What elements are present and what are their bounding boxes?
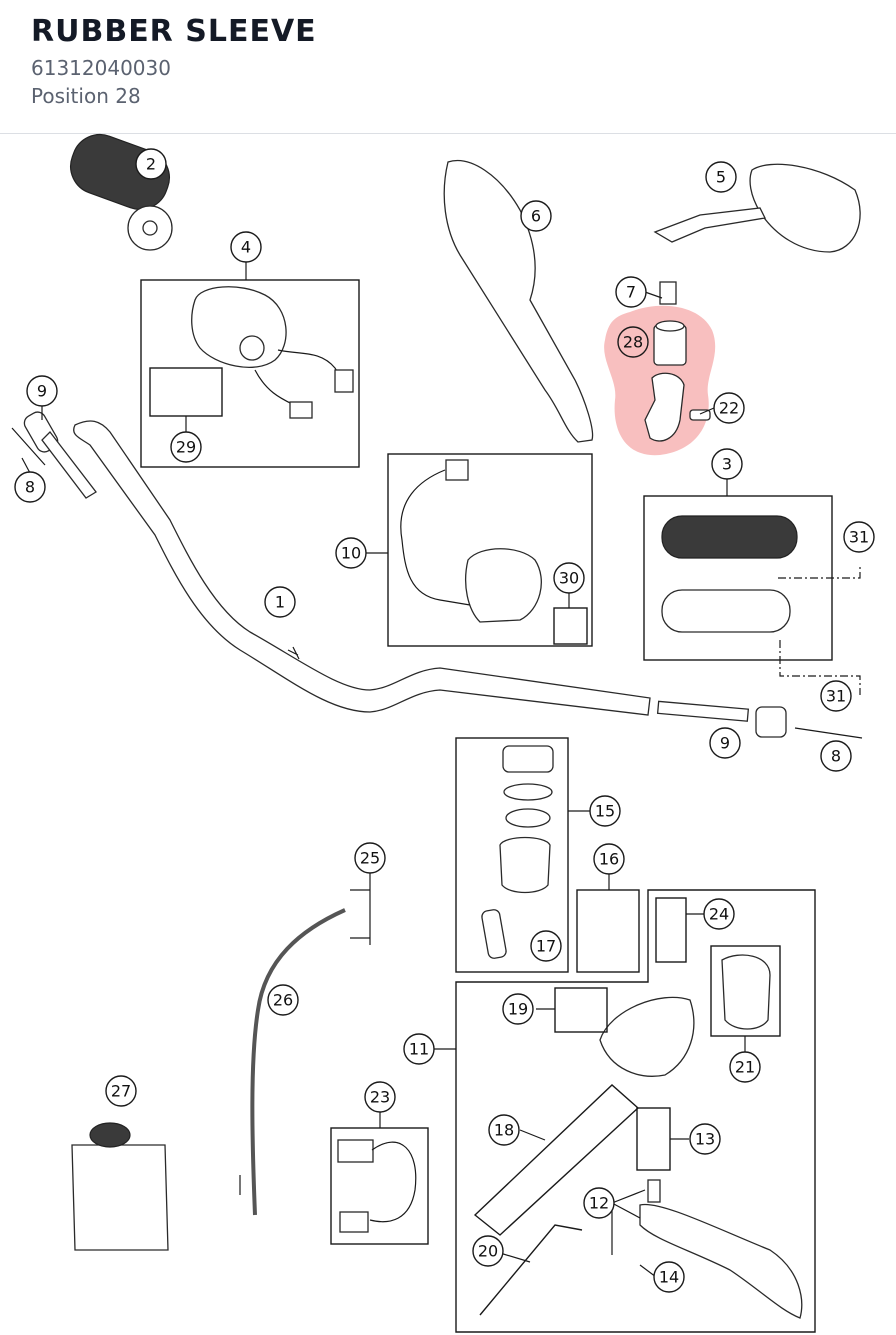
callout-31-bottom[interactable]: 31 — [820, 680, 852, 712]
svg-text:12: 12 — [589, 1194, 609, 1213]
callout-2[interactable]: 2 — [135, 148, 167, 180]
lever-guard-drawing — [443, 160, 594, 443]
svg-text:6: 6 — [531, 207, 541, 226]
svg-text:16: 16 — [599, 850, 619, 869]
callout-6[interactable]: 6 — [520, 200, 552, 232]
callout-13[interactable]: 13 — [689, 1123, 721, 1155]
callout-19[interactable]: 19 — [502, 993, 534, 1025]
group-boxes — [140, 279, 833, 1333]
brake-reservoir-drawing — [481, 745, 554, 959]
svg-text:31: 31 — [849, 528, 869, 547]
callout-24[interactable]: 24 — [703, 898, 735, 930]
svg-text:14: 14 — [659, 1268, 679, 1287]
svg-text:21: 21 — [735, 1058, 755, 1077]
callout-25[interactable]: 25 — [354, 842, 386, 874]
svg-text:17: 17 — [536, 937, 556, 956]
callout-20[interactable]: 20 — [472, 1235, 504, 1267]
callout-5[interactable]: 5 — [705, 161, 737, 193]
grip-left-drawing — [70, 133, 173, 251]
svg-text:19: 19 — [508, 1000, 528, 1019]
callout-10[interactable]: 10 — [335, 537, 367, 569]
svg-text:8: 8 — [831, 747, 841, 766]
svg-text:7: 7 — [626, 283, 636, 302]
callout-26[interactable]: 26 — [267, 984, 299, 1016]
callout-8-left[interactable]: 8 — [14, 471, 46, 503]
svg-text:26: 26 — [273, 991, 293, 1010]
svg-text:22: 22 — [719, 399, 739, 418]
part-number: 61312040030 — [31, 56, 171, 80]
brake-hose-drawing — [239, 908, 346, 1216]
callout-4[interactable]: 4 — [230, 231, 262, 263]
svg-text:24: 24 — [709, 905, 729, 924]
callout-27[interactable]: 27 — [105, 1075, 137, 1107]
callout-9-right[interactable]: 9 — [709, 727, 741, 759]
svg-text:9: 9 — [37, 382, 47, 401]
svg-text:10: 10 — [341, 544, 361, 563]
rubber-sleeve-drawing — [644, 320, 711, 442]
fluid-can-drawing — [71, 1122, 169, 1251]
svg-text:15: 15 — [595, 802, 615, 821]
svg-text:11: 11 — [409, 1040, 429, 1059]
brake-switch-drawing — [337, 1139, 417, 1233]
svg-text:23: 23 — [370, 1088, 390, 1107]
callout-11[interactable]: 11 — [403, 1033, 435, 1065]
callout-1[interactable]: 1 — [264, 586, 296, 618]
svg-text:13: 13 — [695, 1130, 715, 1149]
callout-17[interactable]: 17 — [530, 930, 562, 962]
svg-text:8: 8 — [25, 478, 35, 497]
svg-text:28: 28 — [623, 333, 643, 352]
svg-text:27: 27 — [111, 1082, 131, 1101]
callout-3[interactable]: 3 — [711, 448, 743, 480]
callout-30[interactable]: 30 — [553, 562, 585, 594]
callout-9-left[interactable]: 9 — [26, 375, 58, 407]
switch-right-drawing — [400, 459, 542, 623]
switch-left-drawing — [191, 286, 354, 419]
svg-text:18: 18 — [494, 1121, 514, 1140]
svg-text:2: 2 — [146, 155, 156, 174]
svg-text:20: 20 — [478, 1242, 498, 1261]
callout-12[interactable]: 12 — [583, 1187, 615, 1219]
callout-14[interactable]: 14 — [653, 1261, 685, 1293]
callout-16[interactable]: 16 — [593, 843, 625, 875]
svg-text:25: 25 — [360, 849, 380, 868]
callout-28[interactable]: 28 — [617, 326, 649, 358]
page-header: RUBBER SLEEVE 61312040030 Position 28 — [0, 0, 896, 134]
brake-pump-drawing — [599, 954, 803, 1319]
grip-right-drawing — [661, 515, 798, 633]
svg-text:4: 4 — [241, 238, 251, 257]
svg-text:31: 31 — [826, 687, 846, 706]
callout-23[interactable]: 23 — [364, 1081, 396, 1113]
svg-text:30: 30 — [559, 569, 579, 588]
callout-7[interactable]: 7 — [615, 276, 647, 308]
callout-18[interactable]: 18 — [488, 1114, 520, 1146]
svg-text:9: 9 — [720, 734, 730, 753]
svg-text:1: 1 — [275, 593, 285, 612]
callout-21[interactable]: 21 — [729, 1051, 761, 1083]
svg-text:3: 3 — [722, 455, 732, 474]
bar-end-drawing — [11, 411, 863, 739]
svg-text:5: 5 — [716, 168, 726, 187]
mirror-drawing — [653, 163, 861, 305]
part-title: RUBBER SLEEVE — [31, 14, 317, 49]
callout-8-right[interactable]: 8 — [820, 740, 852, 772]
callout-22[interactable]: 22 — [713, 392, 745, 424]
callout-29[interactable]: 29 — [170, 431, 202, 463]
handlebar-drawing — [73, 420, 651, 716]
part-position: Position 28 — [31, 84, 141, 108]
svg-text:29: 29 — [176, 438, 196, 457]
callout-15[interactable]: 15 — [589, 795, 621, 827]
callout-31-top[interactable]: 31 — [843, 521, 875, 553]
